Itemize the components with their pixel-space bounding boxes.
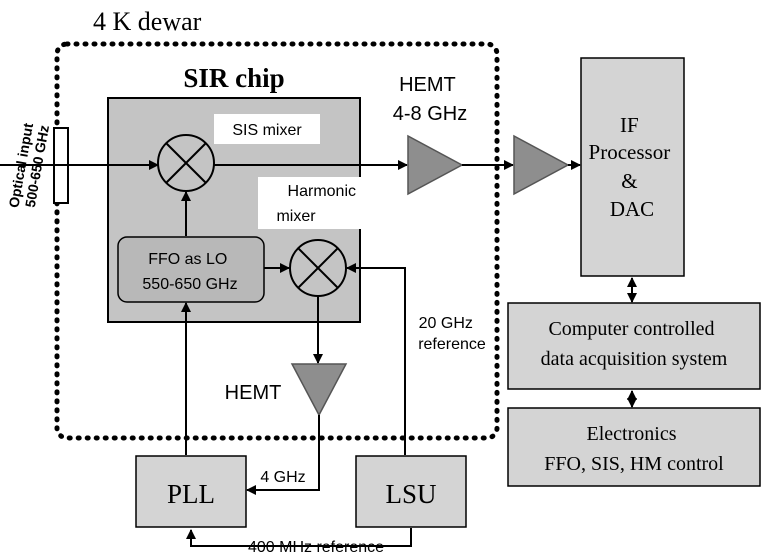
ref-20ghz-label: 20 GHz reference <box>418 315 486 353</box>
if-processor-line2: Processor <box>589 140 671 164</box>
dewar-label: 4 K dewar <box>93 7 202 36</box>
sis-mixer-label-bg <box>214 114 320 144</box>
hemt-if-line2: 4-8 GHz <box>393 103 467 125</box>
lsu-box <box>355 455 467 528</box>
computer-line1: Computer controlled <box>548 318 714 340</box>
ref-20ghz-line2: reference <box>418 336 486 353</box>
ffo-line2: 550-650 GHz <box>142 276 237 293</box>
pll-box <box>135 455 247 528</box>
ffo-line1: FFO as LO <box>148 251 227 268</box>
if-processor-line4: DAC <box>610 197 654 221</box>
if-processor-line1: IF <box>620 113 639 137</box>
harmonic-mixer-line2: mixer <box>276 208 316 225</box>
label-4ghz: 4 GHz <box>260 469 305 486</box>
hemt-if-label: HEMT 4-8 GHz <box>393 74 467 125</box>
harmonic-mixer-symbol <box>289 239 347 297</box>
sis-mixer-label: SIS mixer <box>232 122 302 139</box>
if-processor-line3: & <box>621 169 637 193</box>
lsu-label: LSU <box>385 479 436 509</box>
pll-label: PLL <box>167 479 215 509</box>
harmonic-mixer-label-bg <box>258 177 368 229</box>
electronics-box <box>507 407 761 487</box>
electronics-label: Electronics FFO, SIS, HM control <box>544 423 724 475</box>
line-hemt-to-pll <box>246 415 320 495</box>
electronics-line2: FFO, SIS, HM control <box>544 453 724 475</box>
line-lsu-to-hm <box>346 263 406 455</box>
electronics-line1: Electronics <box>587 423 677 445</box>
room-temp-amplifier <box>513 134 570 196</box>
harmonic-mixer-line1: Harmonic <box>288 183 356 200</box>
hemt-hm-label: HEMT <box>225 382 282 404</box>
sir-chip-label: SIR chip <box>183 63 284 93</box>
line-lsu-to-pll <box>186 528 412 547</box>
hemt-if-amplifier <box>407 134 464 196</box>
ref-20ghz-line1: 20 GHz <box>419 315 473 332</box>
computer-label: Computer controlled data acquisition sys… <box>541 318 728 370</box>
hemt-hm-amplifier <box>290 363 348 417</box>
dewar-boundary <box>54 41 500 441</box>
sis-mixer-symbol <box>157 134 215 192</box>
hemt-if-line1: HEMT <box>399 74 455 96</box>
computer-line2: data acquisition system <box>541 348 728 370</box>
ffo-box <box>117 236 265 303</box>
harmonic-mixer-label: Harmonic mixer <box>276 183 360 225</box>
ffo-label: FFO as LO 550-650 GHz <box>142 251 237 293</box>
computer-box <box>507 302 761 390</box>
if-processor-label: IF Processor & DAC <box>589 113 676 221</box>
if-processor-box <box>580 57 685 277</box>
ref-400mhz-label: 400 MHz reference <box>248 539 384 555</box>
